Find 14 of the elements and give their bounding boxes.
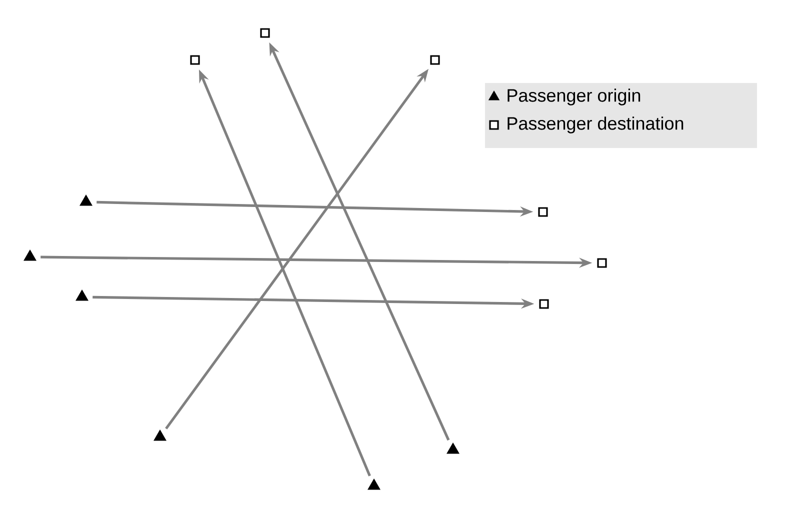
- origin-triangle: [154, 430, 166, 441]
- destination-square: [539, 299, 549, 309]
- destination-square: [190, 55, 200, 65]
- destination-square: [597, 258, 607, 268]
- origin-triangle: [446, 442, 460, 454]
- origin-triangle: [76, 290, 88, 301]
- destination-square: [430, 55, 440, 65]
- legend-label: Passenger origin: [508, 88, 640, 106]
- origin-triangle: [24, 250, 36, 261]
- destination-square: [260, 28, 270, 38]
- legend-label: Passenger destination: [508, 116, 684, 134]
- origin-triangle: [80, 194, 92, 206]
- origin-triangle: [368, 478, 380, 490]
- destination-square: [538, 207, 548, 217]
